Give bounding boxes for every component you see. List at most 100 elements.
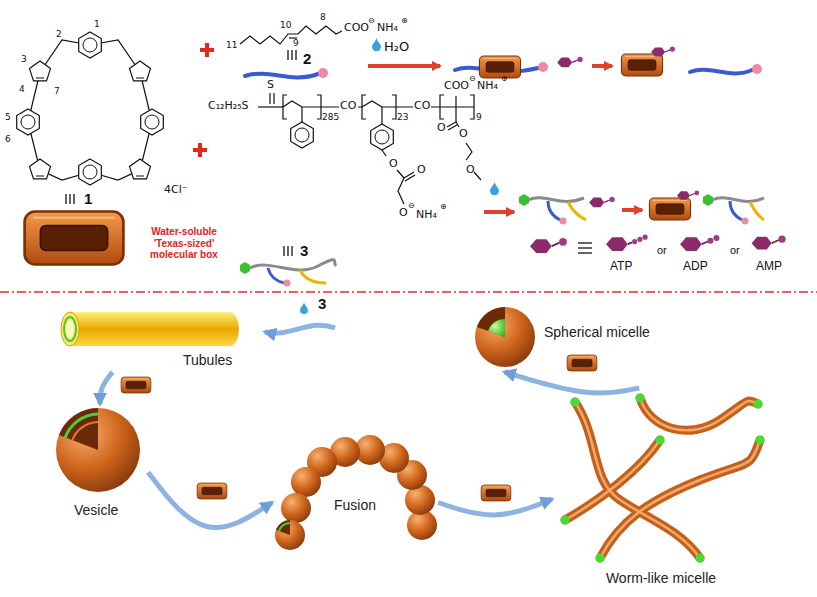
box-nucleotide-complex	[621, 47, 674, 76]
chemical-group: O	[389, 158, 398, 171]
reaction-arrow	[622, 208, 642, 212]
copolymer-cartoon	[742, 218, 749, 225]
worm-micelle-figure	[565, 440, 660, 520]
worm-micelle-figure	[640, 398, 758, 430]
nucleotide-icon	[557, 57, 583, 67]
ring-symbol	[17, 109, 40, 135]
chemical-group: S	[267, 79, 274, 92]
process-stage: Spherical micelle	[468, 302, 683, 372]
ring-symbol	[291, 122, 394, 150]
ring-symbol	[291, 122, 314, 148]
copolymer-cartoon	[730, 201, 742, 220]
water-drop	[372, 38, 381, 51]
surfactant-cartoon	[690, 70, 752, 74]
molecular-box-icon	[567, 355, 597, 371]
charge-sign: ⊕	[501, 74, 508, 83]
chemical-group: CO	[340, 100, 356, 113]
atom-number: 285	[322, 112, 339, 122]
box-nucleotide-complex	[649, 198, 690, 220]
worm-micelle-figure	[565, 398, 760, 558]
ring-symbol	[130, 159, 151, 179]
compound-number: 1	[84, 190, 92, 207]
process-stage: Vesicle	[52, 404, 148, 528]
compound-number: 2	[303, 50, 311, 67]
tubule-figure	[64, 317, 76, 341]
spherical-micelle-figure	[475, 307, 535, 367]
charge-sign: ⊖	[368, 16, 375, 25]
vesicle-figure	[72, 422, 98, 441]
stage-label: Fusion	[334, 497, 376, 513]
copolymer-structure	[283, 101, 321, 107]
atom-number: 11	[226, 40, 237, 50]
copolymer-structure	[474, 172, 481, 180]
reaction-arrow	[368, 64, 440, 68]
copolymer-structure	[381, 107, 382, 124]
reagent-label: H₂O	[384, 40, 409, 55]
nucleotide-name: AMP	[756, 260, 782, 274]
vesicle-figure	[56, 408, 140, 492]
process-stage: Tubules	[55, 306, 260, 372]
nucleotide-name: ATP	[610, 260, 632, 274]
copolymer-structure	[455, 96, 456, 107]
worm-micelle-figure	[600, 440, 760, 558]
atom-number: 10	[280, 20, 291, 30]
copolymer-structure	[382, 150, 386, 156]
process-arrow	[505, 372, 640, 393]
micelle-core-end	[561, 394, 765, 563]
chemical-group: O	[437, 122, 446, 135]
atom-number: 4	[19, 84, 25, 94]
ring-symbol	[79, 32, 102, 58]
process-arrow	[148, 472, 272, 527]
fusion-figure	[279, 523, 290, 531]
atp-icon	[606, 235, 648, 251]
copolymer-cartoon	[268, 268, 284, 283]
chemical-group: O	[466, 164, 475, 177]
separator-line	[0, 291, 817, 293]
copolymer-cartoon	[250, 260, 336, 270]
copolymer-cartoon	[712, 198, 764, 202]
stage-label: Vesicle	[74, 502, 118, 518]
box-nucleotide-complex	[677, 191, 699, 200]
fusion-figure	[275, 520, 305, 550]
process-stage: Fusion	[272, 442, 438, 552]
copolymer-cartoon	[568, 202, 586, 220]
compound-caption: Water-soluble 'Texas-sized' molecular bo…	[134, 226, 234, 261]
copolymer-cartoon	[284, 280, 291, 287]
molecular-box-icon	[481, 485, 511, 501]
micelle-core-end	[596, 554, 605, 563]
chemical-group: 4Cl⁻	[164, 184, 188, 197]
copolymer-cartoon	[703, 194, 713, 206]
vesicle-figure	[65, 414, 98, 438]
molecular-box-icon	[197, 483, 227, 499]
copolymer-cartoon	[519, 194, 529, 206]
charge-sign: ⊖	[469, 74, 476, 83]
box-nucleotide-complex	[621, 54, 662, 76]
chemical-group: O	[417, 164, 426, 177]
micelle-core-end	[571, 398, 580, 407]
stage-label: Tubules	[183, 352, 232, 368]
copolymer-cartoon	[240, 260, 336, 287]
threaded-complex	[479, 56, 520, 78]
copolymer-cartoon	[528, 198, 584, 202]
threaded-complex	[538, 62, 548, 72]
water-drop	[490, 182, 499, 195]
conjunction-text: or	[657, 244, 667, 257]
reaction-arrow	[592, 64, 612, 68]
spherical-micelle-figure	[475, 307, 535, 367]
copolymer-structure	[398, 178, 404, 204]
atom-number: 9	[293, 38, 299, 48]
ring-symbol	[30, 61, 51, 81]
process-stage: Worm-like micelle	[552, 388, 770, 590]
charge-sign: ⊕	[440, 202, 447, 211]
surfactant-cartoon	[752, 64, 762, 74]
equivalence-mark	[288, 50, 296, 60]
adp-icon	[680, 235, 719, 251]
micelle-core-end	[754, 400, 763, 409]
surfactant-cartoon	[245, 68, 328, 78]
atom-number: 5	[5, 112, 11, 122]
fusion-figure	[276, 520, 290, 535]
copolymer-structure	[397, 170, 415, 181]
